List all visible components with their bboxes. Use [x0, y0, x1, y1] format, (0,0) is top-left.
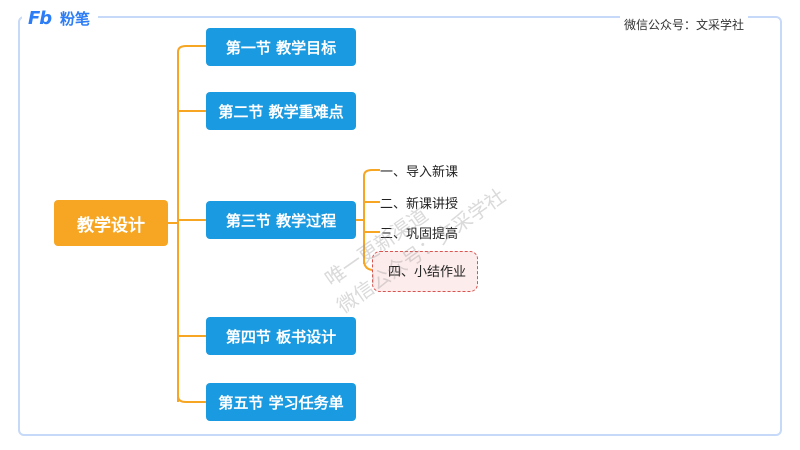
fb-logo-icon: Fb	[28, 7, 52, 29]
step-node-4: 四、小结作业	[388, 265, 467, 280]
section-node-3: 第三节 教学过程	[206, 201, 356, 239]
connector-sec5	[177, 395, 206, 403]
section-node-5: 第五节 学习任务单	[206, 383, 356, 421]
brand-name: 粉笔	[60, 9, 91, 28]
connector-step1	[363, 169, 380, 177]
section-node-1: 第一节 教学目标	[206, 28, 356, 66]
root-node: 教学设计	[54, 200, 168, 246]
step-node-2: 二、新课讲授	[380, 197, 459, 212]
connector-sec1	[177, 45, 206, 53]
brand-logo: Fb 粉笔	[22, 6, 99, 30]
slide-frame	[18, 16, 782, 436]
step-node-3: 三、巩固提高	[380, 227, 459, 242]
wechat-account-label: 微信公众号：文采学社	[620, 16, 749, 33]
section-node-2: 第二节 教学重难点	[206, 92, 356, 130]
highlight-box	[372, 251, 478, 292]
step-node-1: 一、导入新课	[380, 165, 459, 180]
section-node-4: 第四节 板书设计	[206, 317, 356, 355]
